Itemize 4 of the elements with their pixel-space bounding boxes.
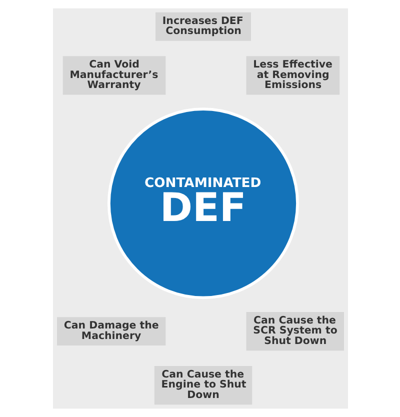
node-box: Increases DEF Consumption [152, 10, 253, 44]
node-circle: CONTAMINATED DEF [106, 108, 298, 300]
node-box: Can Damage the Machinery [54, 314, 168, 348]
node-box: Can Cause the Engine to Shut Down [152, 364, 254, 407]
